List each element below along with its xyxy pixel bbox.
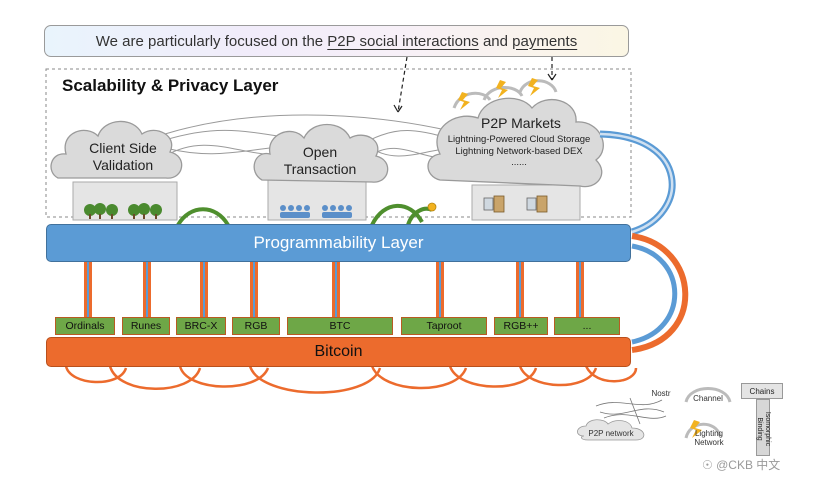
banner-prefix: We are particularly focused on the <box>95 32 328 50</box>
banner-link-payments: payments <box>512 32 578 50</box>
legend-chains-box: Chains <box>741 383 783 399</box>
lightning-icon <box>690 420 702 438</box>
client-side-validation-node <box>50 120 183 221</box>
banner-arrows <box>393 56 557 113</box>
nostr-lines <box>595 397 667 425</box>
legend-channel-label: Channel <box>693 394 723 403</box>
programmability-layer-label: Programmability Layer <box>253 233 424 252</box>
p2p-markets-line-dex: Lightning Network-based DEX <box>455 146 583 157</box>
p2p-network-cloud-icon <box>577 419 645 441</box>
legend-nostr-label: Nostr <box>651 389 671 398</box>
storage-icon <box>483 195 548 213</box>
client-side-validation-label: Client Side Validation <box>89 140 157 173</box>
p2p-markets-line-more: ...... <box>511 157 527 168</box>
protocol-runes: Runes <box>122 317 170 335</box>
people-icon <box>280 205 352 218</box>
p2p-markets-title: P2P Markets <box>481 115 561 131</box>
legend <box>577 387 732 441</box>
protocol-rgb: RGB <box>232 317 280 335</box>
p2p-markets-line-storage: Lightning-Powered Cloud Storage <box>447 134 591 145</box>
banner-link-p2p-social: P2P social interactions <box>327 32 479 50</box>
legend-isomorphic-binding-bar <box>756 399 770 456</box>
bitcoin-layer-label: Bitcoin <box>314 343 363 360</box>
tree-icon <box>84 203 162 216</box>
scalability-layer-title: Scalability & Privacy Layer <box>62 76 279 95</box>
protocol-rgb-plus-plus: RGB++ <box>494 317 548 335</box>
lighting-network-arc-icon <box>684 422 722 439</box>
channel-arc-icon <box>452 79 558 109</box>
legend-p2p-network-label: P2P network <box>588 429 634 438</box>
protocol-ordinals: Ordinals <box>55 317 115 335</box>
p2p-markets-node <box>427 78 604 221</box>
layer-connector-pillars <box>84 262 584 318</box>
scalability-layer-boundary <box>45 68 632 218</box>
protocol-more: ... <box>554 317 620 335</box>
protocol-btc: BTC <box>287 317 393 335</box>
coin-icon <box>427 202 437 212</box>
protocol-brc-x: BRC-X <box>176 317 226 335</box>
open-transaction-label: Open Transaction <box>283 144 357 177</box>
channel-arc-icon <box>684 387 732 403</box>
programmability-layer: Programmability Layer <box>46 224 631 262</box>
right-orange-loop <box>631 233 689 353</box>
bitcoin-layer: Bitcoin <box>46 337 631 367</box>
watermark: ☉ @CKB 中文 <box>702 458 781 472</box>
legend-isomorphic-binding-label: Isomorphic Binding <box>756 411 771 447</box>
open-transaction-node <box>253 124 389 221</box>
legend-chains-label: Chains <box>749 386 775 396</box>
protocol-taproot: Taproot <box>401 317 487 335</box>
focus-banner: We are particularly focused on the P2P s… <box>44 25 629 57</box>
lightning-icon <box>458 78 540 110</box>
bitcoin-chain-loops <box>64 365 638 394</box>
banner-middle: and <box>478 32 513 50</box>
legend-lighting-network-label: Lighting Network <box>694 429 724 447</box>
